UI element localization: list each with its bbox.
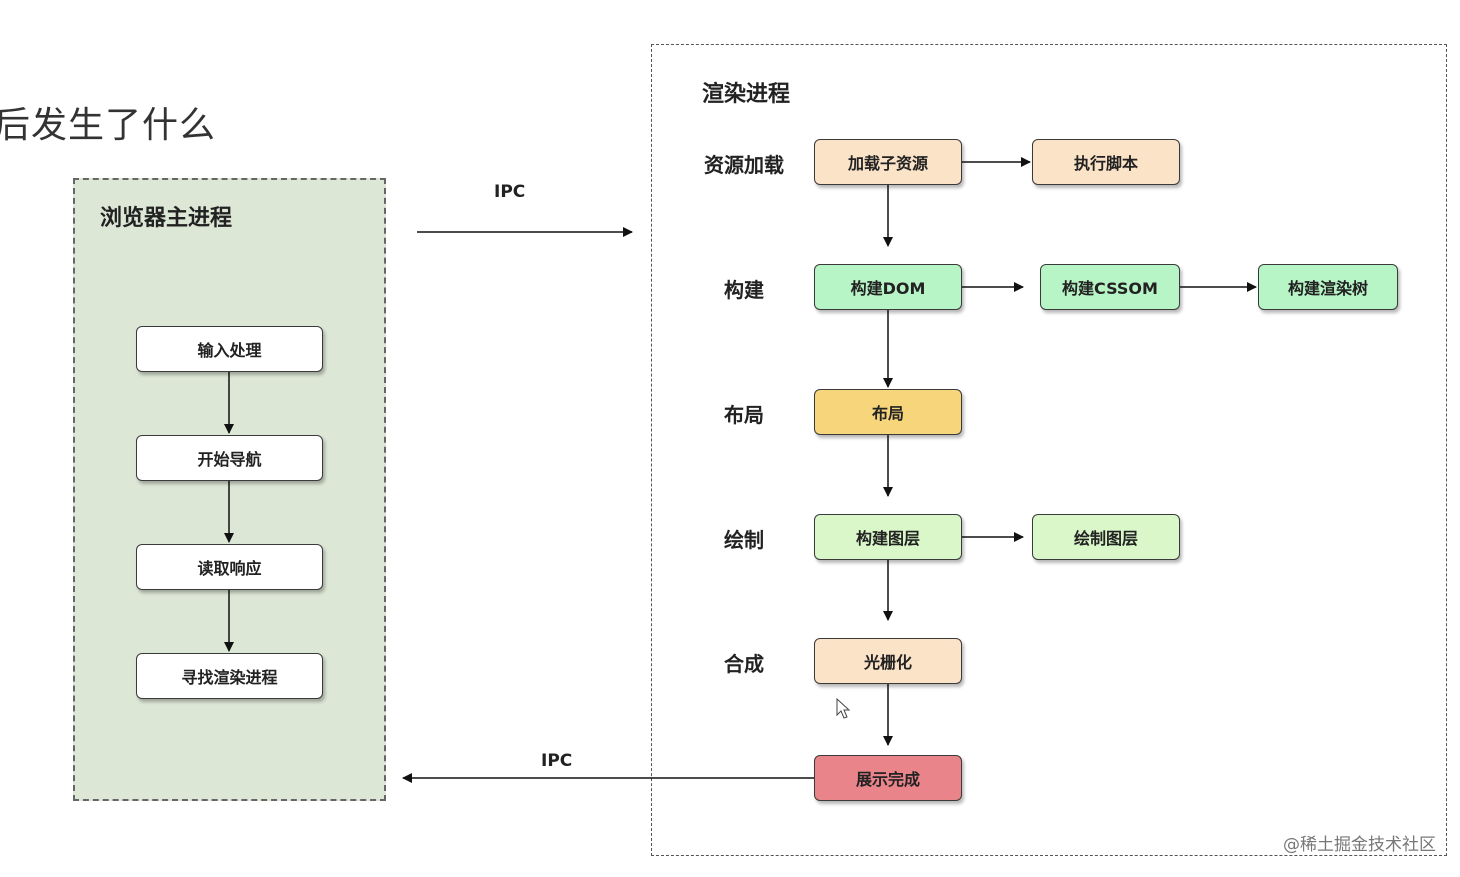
watermark: @稀土掘金技术社区 [1283,835,1436,855]
node-execute-script: 执行脚本 [1032,139,1180,185]
node-layout: 布局 [814,389,962,435]
row-label-paint: 绘制 [724,528,764,552]
render-process-panel [651,44,1447,856]
render-process-title: 渲染进程 [702,82,791,107]
row-label-composite: 合成 [724,652,764,676]
node-build-dom: 构建DOM [814,264,962,310]
row-label-layout: 布局 [724,403,764,427]
node-build-cssom: 构建CSSOM [1040,264,1180,310]
step-find-render-process: 寻找渲染进程 [136,653,323,699]
node-rasterize: 光栅化 [814,638,962,684]
step-read-response: 读取响应 [136,544,323,590]
node-display-complete: 展示完成 [814,755,962,801]
node-build-render-tree: 构建渲染树 [1258,264,1398,310]
browser-process-title: 浏览器主进程 [100,206,233,231]
ipc-label-top: IPC [494,182,526,202]
node-paint-layers: 绘制图层 [1032,514,1180,560]
row-label-resource-loading: 资源加载 [704,153,784,177]
step-input-handling: 输入处理 [136,326,323,372]
mouse-cursor-icon [836,698,851,719]
row-label-build: 构建 [724,278,764,302]
step-start-navigation: 开始导航 [136,435,323,481]
slide-title-fragment: 后发生了什么 [0,105,217,146]
ipc-label-bottom: IPC [541,751,573,771]
node-load-subresources: 加载子资源 [814,139,962,185]
node-build-layers: 构建图层 [814,514,962,560]
